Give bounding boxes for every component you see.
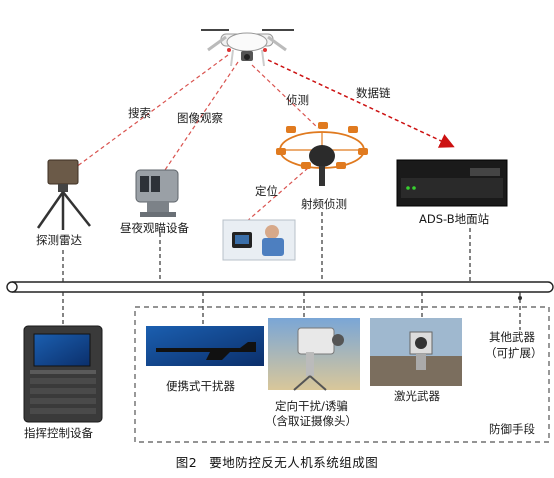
directional-jammer-icon [268, 318, 360, 391]
radar-label: 探测雷达 [36, 233, 82, 247]
defense-label: 防御手段 [489, 422, 535, 436]
search-label: 搜索 [128, 106, 151, 120]
portable-jammer-icon [146, 326, 264, 366]
command-cabinet-icon [23, 325, 103, 423]
data-link-label: 数据链 [356, 86, 391, 100]
search-link-line [71, 54, 229, 171]
laser-weapon-icon [370, 318, 462, 386]
defense-group-box [134, 306, 550, 443]
communication-bus [6, 281, 554, 293]
image-observe-label: 图像观察 [177, 111, 223, 125]
figure-number: 图2 [175, 455, 198, 470]
locate-label: 定位 [255, 184, 278, 198]
directional-jammer-sub-label: （含取证摄像头） [265, 414, 357, 428]
rf-detector-icon [276, 122, 368, 186]
day-night-label: 昼夜观瞄设备 [120, 221, 189, 235]
adsb-station-icon [396, 159, 508, 207]
link-lines [71, 54, 319, 223]
laser-label: 激光武器 [394, 389, 440, 403]
data-link-arrow [267, 59, 455, 148]
adsb-label: ADS-B地面站 [419, 212, 490, 226]
image-link-line [164, 61, 239, 171]
bus-connectors-upper [62, 212, 471, 282]
other-weapons-sub-label: （可扩展） [485, 346, 543, 360]
portable-jammer-label: 便携式干扰器 [166, 379, 235, 393]
other-weapons-node [518, 296, 522, 300]
detect-link-line [251, 64, 319, 129]
figure-caption: 图2 要地防控反无人机系统组成图 [0, 452, 554, 471]
handheld-locator-icon [222, 219, 296, 261]
detect-label: 侦测 [286, 93, 309, 107]
radar-icon [36, 159, 91, 230]
rf-detect-label: 射频侦测 [301, 197, 347, 211]
directional-jammer-label: 定向干扰/诱骗 [275, 399, 348, 413]
day-night-camera-icon [135, 169, 179, 217]
other-weapons-label: 其他武器 [489, 330, 535, 344]
command-label: 指挥控制设备 [24, 426, 93, 440]
figure-title: 要地防控反无人机系统组成图 [209, 455, 379, 470]
bus-connectors-lower [62, 292, 521, 330]
drone-icon [201, 29, 294, 67]
